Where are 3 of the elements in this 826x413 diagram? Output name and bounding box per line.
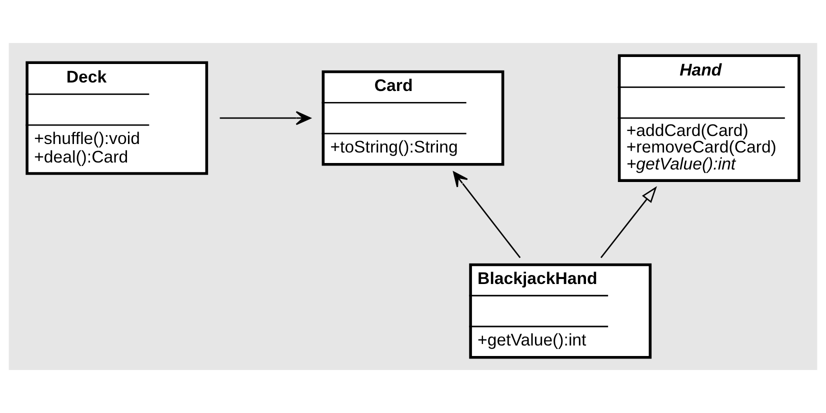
arrow — [220, 111, 312, 126]
arrow — [453, 171, 521, 258]
arrow — [600, 186, 657, 258]
